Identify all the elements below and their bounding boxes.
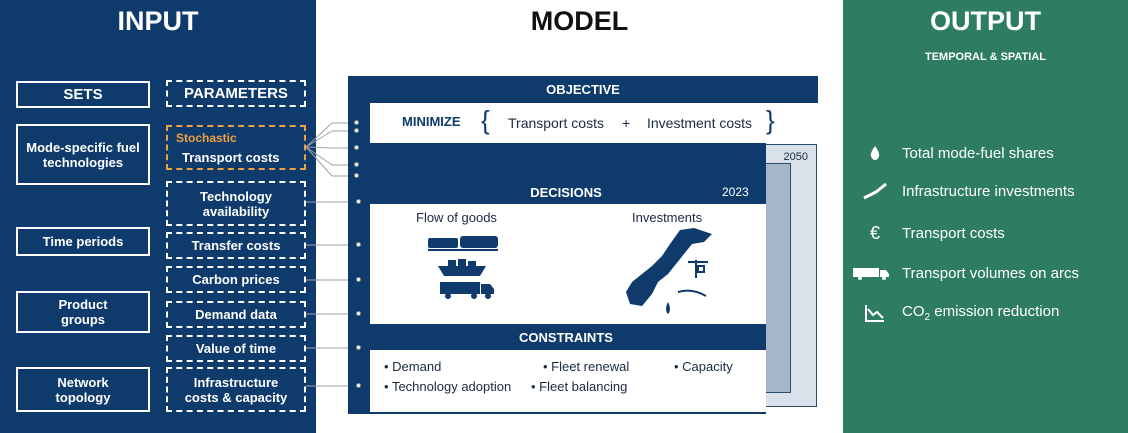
param-technology-availability: Technology availability bbox=[166, 181, 306, 226]
param-infrastructure-costs-capacity: Infrastructure costs & capacity bbox=[166, 367, 306, 412]
constraint-demand-label: Demand bbox=[392, 359, 442, 374]
input-header: INPUT bbox=[117, 6, 199, 36]
parameters-header: PARAMETERS bbox=[166, 80, 306, 107]
set-network-topology: Network topology bbox=[16, 367, 150, 412]
stochastic-label: Stochastic bbox=[176, 131, 237, 145]
euro-icon: € bbox=[869, 222, 880, 243]
objective-box bbox=[370, 103, 818, 143]
decisions-box bbox=[370, 204, 766, 324]
objective-plus: + bbox=[622, 115, 631, 131]
transport-modes-icon bbox=[428, 236, 498, 299]
constraint-capacity: • Capacity bbox=[674, 359, 733, 374]
param-carbon-prices: Carbon prices bbox=[166, 266, 306, 293]
constraint-fleet-balancing-label: Fleet balancing bbox=[539, 379, 628, 394]
investments-label: Investments bbox=[632, 210, 703, 225]
set-product-groups: Product groups bbox=[16, 291, 150, 333]
set-time-periods: Time periods bbox=[16, 227, 150, 256]
norway-map-icon bbox=[626, 228, 712, 314]
output-subheader: TEMPORAL & SPATIAL bbox=[925, 51, 1046, 63]
connector-dot bbox=[354, 120, 359, 125]
objective-header: OBJECTIVE bbox=[348, 76, 818, 103]
minimize-label: MINIMIZE bbox=[402, 114, 461, 129]
decisions-header: DECISIONS bbox=[366, 180, 766, 204]
output-label: CO2 emission reduction bbox=[902, 303, 1059, 323]
constraint-capacity-label: Capacity bbox=[682, 359, 733, 374]
truck-icon bbox=[850, 263, 892, 283]
year-2050-label: 2050 bbox=[783, 151, 808, 163]
connector-dot bbox=[356, 345, 361, 350]
output-item-co2-emission-reduction: CO2 emission reduction bbox=[858, 303, 1059, 323]
objective-term-transport-costs: Transport costs bbox=[508, 115, 604, 131]
output-label: Transport costs bbox=[902, 224, 1005, 242]
connector-dot bbox=[354, 128, 359, 133]
connector-dot bbox=[356, 242, 361, 247]
output-label: Total mode-fuel shares bbox=[902, 144, 1054, 162]
output-label: Infrastructure investments bbox=[902, 182, 1075, 200]
co2-text: CO bbox=[902, 303, 925, 320]
output-label: Transport volumes on arcs bbox=[902, 264, 1080, 282]
set-mode-specific-fuel-technologies: Mode-specific fuel technologies bbox=[16, 124, 150, 185]
param-value-of-time: Value of time bbox=[166, 335, 306, 362]
output-header: OUTPUT bbox=[930, 6, 1041, 36]
connector-dot bbox=[354, 173, 359, 178]
constraint-demand: • Demand bbox=[384, 359, 442, 374]
output-item-infrastructure-investments: Infrastructure investments bbox=[858, 181, 1075, 201]
brace-close: } bbox=[766, 105, 775, 135]
output-panel bbox=[843, 0, 1128, 433]
output-item-transport-volumes: Transport volumes on arcs bbox=[850, 263, 1079, 283]
output-item-mode-fuel-shares: Total mode-fuel shares bbox=[858, 143, 1054, 163]
param-transfer-costs: Transfer costs bbox=[166, 232, 306, 259]
transport-costs-param: Transport costs bbox=[182, 150, 280, 165]
road-icon bbox=[858, 181, 892, 201]
constraint-fleet-renewal-label: Fleet renewal bbox=[551, 359, 630, 374]
constraint-technology-adoption-label: Technology adoption bbox=[391, 379, 512, 394]
connector-dot bbox=[356, 277, 361, 282]
flow-of-goods-label: Flow of goods bbox=[416, 210, 497, 225]
year-2023-label: 2023 bbox=[722, 185, 749, 199]
constraint-technology-adoption: • Technology adoption bbox=[384, 379, 512, 394]
param-demand-data: Demand data bbox=[166, 301, 306, 328]
constraint-fleet-renewal: • Fleet renewal bbox=[543, 359, 630, 374]
co2-subscript: 2 bbox=[924, 312, 931, 323]
model-header: MODEL bbox=[530, 6, 629, 36]
objective-term-investment-costs: Investment costs bbox=[647, 115, 753, 131]
connector-dot bbox=[354, 145, 359, 150]
constraint-fleet-balancing: • Fleet balancing bbox=[531, 379, 628, 394]
sets-header: SETS bbox=[16, 81, 150, 108]
output-item-transport-costs: € Transport costs bbox=[858, 223, 1005, 243]
param-stochastic-transport-costs: Stochastic Transport costs bbox=[166, 125, 306, 170]
connector-dot bbox=[356, 383, 361, 388]
constraints-box bbox=[370, 350, 766, 412]
emission-chart-icon bbox=[858, 303, 892, 323]
connector-dot bbox=[356, 199, 361, 204]
connector-dot bbox=[354, 162, 359, 167]
connector-dot bbox=[356, 311, 361, 316]
emission-reduction-text: emission reduction bbox=[930, 303, 1060, 320]
brace-open: { bbox=[481, 105, 490, 135]
constraints-header: CONSTRAINTS bbox=[366, 324, 766, 350]
drop-icon bbox=[858, 143, 892, 163]
